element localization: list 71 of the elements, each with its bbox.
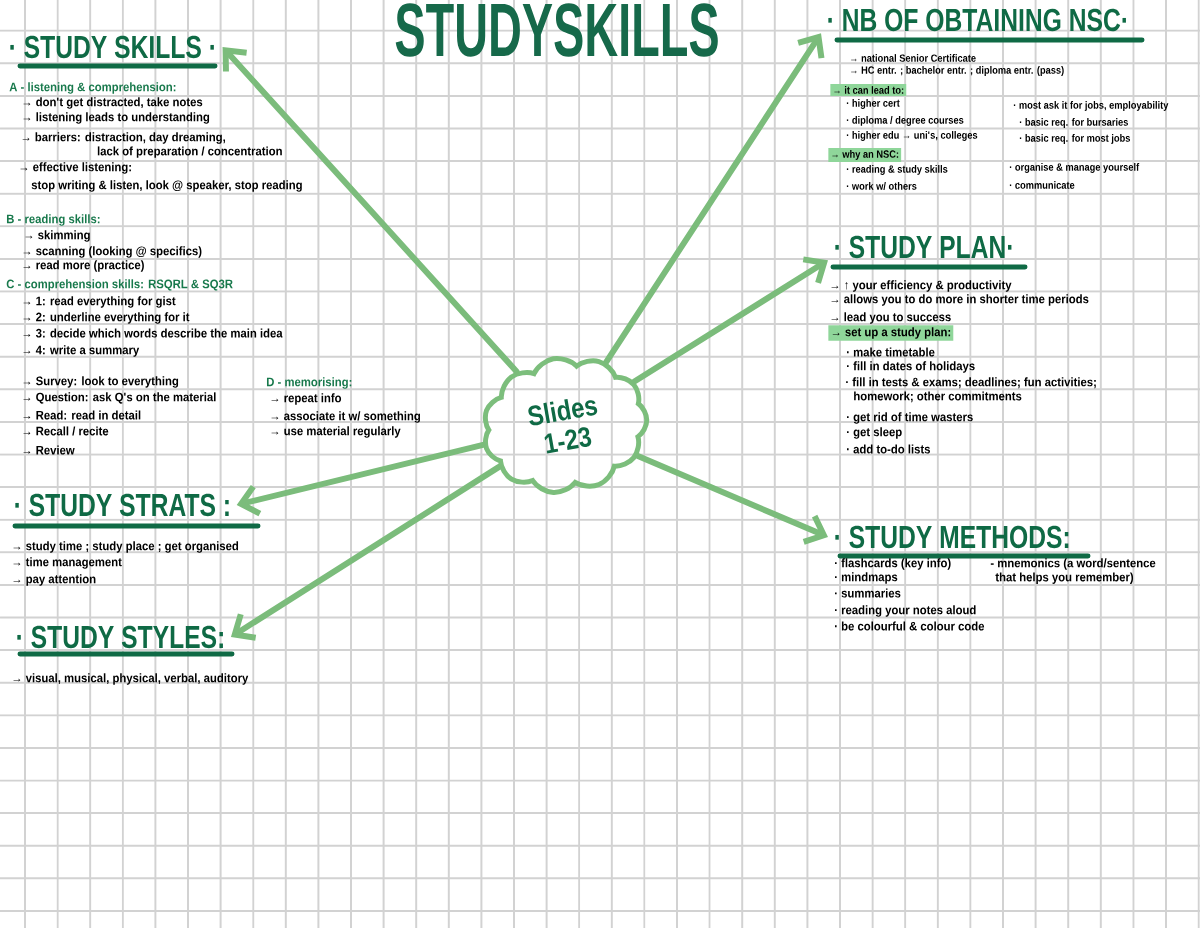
note-text: · most ask it for jobs, employability — [1013, 101, 1169, 111]
note-text: → effective listening: — [20, 162, 131, 174]
note-text: · basic req. for bursaries — [1019, 118, 1128, 128]
note-text: → Recall / recite — [23, 426, 109, 436]
note-text: · fill in tests & exams; deadlines; fun activities; homework; other commitments — [846, 377, 1096, 403]
note-text: → scanning (looking @ specifics) — [23, 246, 202, 258]
title: STUDYSKILLS — [395, 3, 718, 57]
note-text: - mnemonics (a word/sentence that helps you remember) — [990, 558, 1156, 584]
note-text: → associate it w/ something — [271, 411, 420, 423]
cloud-bubble: Slides 1-23 — [482, 356, 650, 496]
note-text: → listening leads to understanding — [23, 112, 210, 124]
section-heading: · STUDY PLAN· — [835, 235, 1012, 259]
arrow — [634, 453, 828, 545]
note-text: → read more (practice) — [23, 260, 144, 272]
note-text: → Review — [23, 445, 75, 455]
note-text: · diploma / degree courses — [846, 116, 964, 126]
note-text: → pay attention — [13, 574, 96, 586]
note-text: → lead you to success — [831, 312, 951, 324]
note-text: · summaries — [835, 588, 901, 598]
note-text: → Question: ask Q's on the material — [23, 392, 216, 404]
note-text: → don't get distracted, take notes — [23, 97, 203, 109]
note-text: → 1: read everything for gist — [23, 296, 176, 308]
note-text: stop writing & listen, look @ speaker, stop reading — [31, 180, 302, 192]
section-heading: · STUDY SKILLS · — [10, 35, 214, 59]
highlighted-text: → it can lead to: — [830, 84, 907, 96]
note-text: · work w/ others — [846, 182, 917, 190]
note-text: → time management — [13, 557, 122, 569]
note-text: · mindmaps — [835, 572, 898, 584]
note-text: → 3: decide which words describe the main idea — [23, 328, 283, 338]
note-text: · flashcards (key info) — [835, 558, 951, 570]
note-text: → Read: read in detail — [23, 410, 141, 420]
note-text: · get rid of time wasters — [847, 412, 973, 424]
subheading-text: C - comprehension skills: RSQRL & SQ3R — [6, 279, 233, 291]
subheading-text: A - listening & comprehension: — [9, 82, 176, 94]
note-text: → visual, musical, physical, verbal, auditory — [13, 673, 249, 685]
note-text: → barriers: distraction, day dreaming, lack of preparation / concentration — [22, 132, 282, 158]
note-text: → Survey: look to everything — [23, 376, 179, 388]
subheading-text: B - reading skills: — [7, 214, 100, 226]
note-text: → 4: write a summary — [23, 345, 140, 357]
note-text: · higher edu → uni's, colleges — [846, 131, 978, 141]
note-text: · higher cert — [846, 99, 900, 109]
note-text: · fill in dates of holidays — [847, 361, 975, 373]
subheading-text: D - memorising: — [267, 377, 352, 389]
note-text: → study time ; study place ; get organised — [13, 541, 239, 553]
note-text: → skimming — [25, 230, 90, 242]
note-text: · reading your notes aloud — [835, 605, 976, 617]
section-heading: · NB OF OBTAINING NSC· — [828, 8, 1126, 32]
note-text: → ↑ your efficiency & productivity — [831, 280, 1012, 292]
arrow — [603, 33, 825, 366]
note-text: → use material regularly — [271, 426, 401, 438]
note-text: · basic req. for most jobs — [1019, 134, 1131, 144]
arrow — [230, 463, 503, 641]
note-text: → HC entr. ; bachelor entr. ; diploma entr. (pass) — [851, 66, 1064, 76]
section-heading: · STUDY STRATS : — [15, 493, 229, 517]
note-text: → national Senior Certificate — [851, 54, 976, 62]
note-text: → allows you to do more in shorter time periods — [831, 294, 1089, 306]
note-text: · reading & study skills — [846, 165, 948, 175]
section-heading: · STUDY METHODS: — [835, 525, 1069, 549]
note-text: · communicate — [1009, 181, 1075, 189]
note-text: · be colourful & colour code — [835, 621, 985, 631]
note-text: → repeat info — [271, 393, 342, 405]
arrow — [222, 47, 520, 375]
highlighted-text: → set up a study plan: — [828, 325, 954, 341]
note-text: · make timetable — [847, 347, 935, 357]
arrow — [631, 256, 828, 385]
arrow — [236, 442, 487, 517]
note-text: · add to-do lists — [847, 444, 930, 454]
note-text: → 2: underline everything for it — [23, 312, 190, 324]
note-text: · organise & manage yourself — [1009, 163, 1140, 173]
section-heading: · STUDY STYLES: — [17, 625, 223, 649]
note-text: · get sleep — [847, 427, 902, 439]
